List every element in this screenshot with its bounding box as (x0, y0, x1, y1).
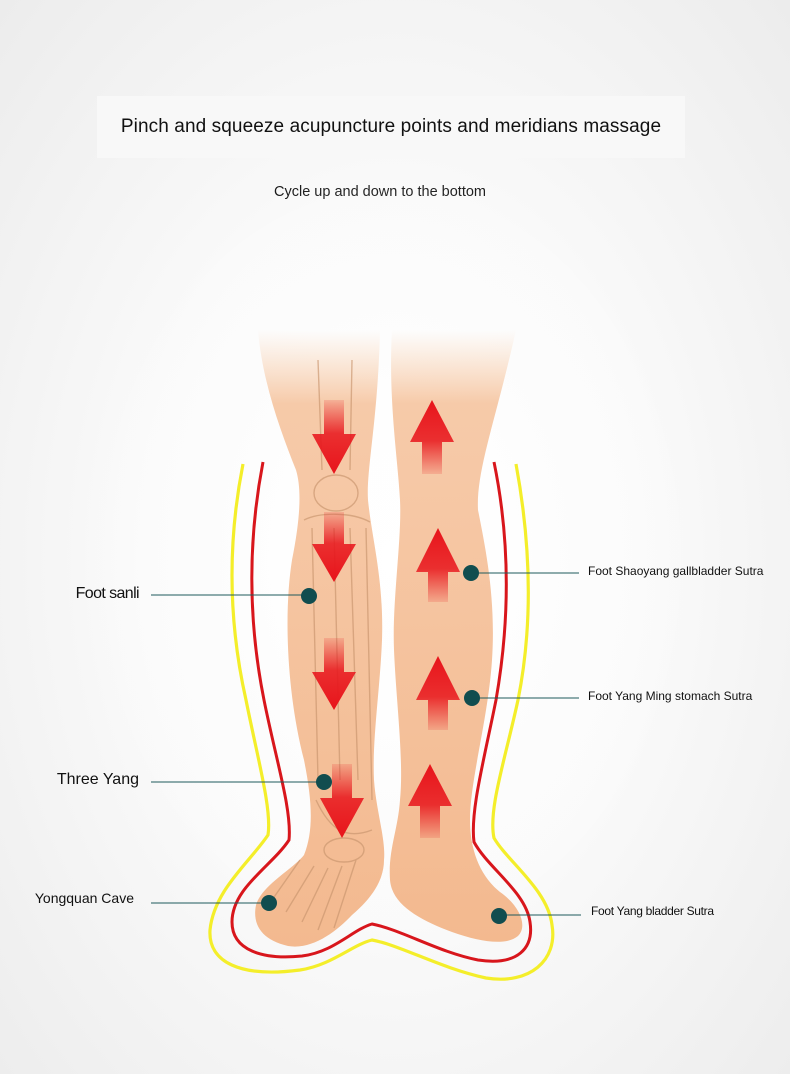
acupoint-foot-sanli (301, 588, 317, 604)
label-foot-yang-bladder: Foot Yang bladder Sutra (591, 904, 714, 918)
up-arrow (408, 764, 452, 838)
label-three-yang: Three Yang (56, 771, 139, 788)
label-yongquan-cave: Yongquan Cave (34, 890, 134, 906)
left-leg-skeleton (271, 359, 373, 931)
leader-lines (151, 572, 581, 916)
acupoint-foot-yang-ming (464, 690, 480, 706)
down-arrow (320, 764, 364, 838)
background-halo (60, 140, 720, 980)
down-arrow (312, 400, 356, 474)
outer-meridian-outline (208, 463, 555, 981)
inner-meridian-outline (230, 461, 533, 963)
up-arrow (410, 400, 454, 474)
up-arrow (416, 656, 460, 730)
up-arrow (416, 528, 460, 602)
acupoint-three-yang (316, 774, 332, 790)
acupoint-foot-yang-bladder (491, 908, 507, 924)
acupoint-yongquan (261, 895, 277, 911)
title-box: Pinch and squeeze acupuncture points and… (97, 96, 685, 158)
acupoint-foot-shaoyang (463, 565, 479, 581)
down-arrow (312, 638, 356, 710)
label-foot-sanli: Foot sanli (75, 585, 140, 602)
label-foot-yang-ming: Foot Yang Ming stomach Sutra (588, 689, 753, 703)
label-foot-shaoyang: Foot Shaoyang gallbladder Sutra (588, 564, 764, 578)
page-title: Pinch and squeeze acupuncture points and… (120, 116, 662, 137)
right-leg-arrows (408, 400, 460, 838)
down-arrow (312, 512, 356, 582)
left-leg-arrows (312, 400, 364, 838)
